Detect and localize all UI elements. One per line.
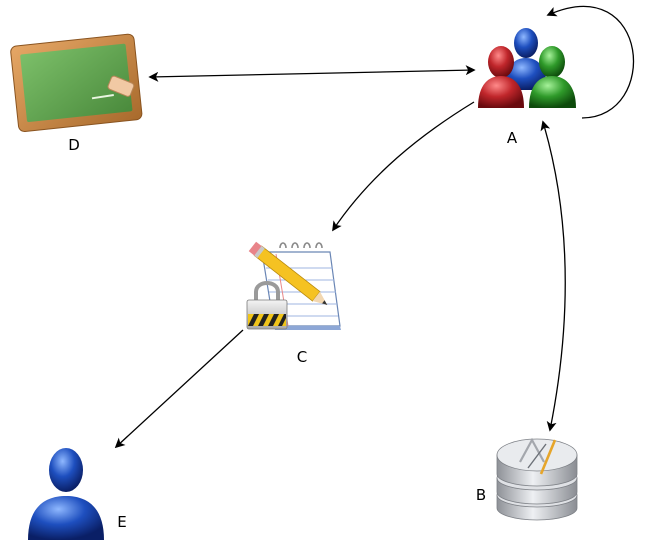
user-group-icon: [478, 28, 576, 108]
node-label-e: E: [117, 513, 126, 531]
locked-notepad-icon: [246, 241, 341, 330]
edge-a-self-loop: [546, 6, 635, 119]
user-icon: [28, 448, 104, 540]
database-icon: [496, 437, 578, 521]
chalkboard-icon: [10, 33, 143, 133]
node-label-c: C: [297, 348, 307, 366]
edge-a-c: [332, 101, 475, 232]
node-d[interactable]: D: [10, 33, 143, 154]
node-label-b: B: [476, 486, 486, 504]
edge-a-b: [540, 120, 566, 432]
node-e[interactable]: E: [28, 448, 127, 540]
node-c[interactable]: C: [246, 241, 341, 366]
edge-a-d: [148, 65, 476, 82]
node-label-d: D: [68, 136, 80, 154]
edge-c-e: [114, 329, 244, 449]
node-b[interactable]: B: [476, 437, 578, 521]
node-a[interactable]: A: [478, 28, 576, 147]
node-label-a: A: [507, 129, 518, 147]
